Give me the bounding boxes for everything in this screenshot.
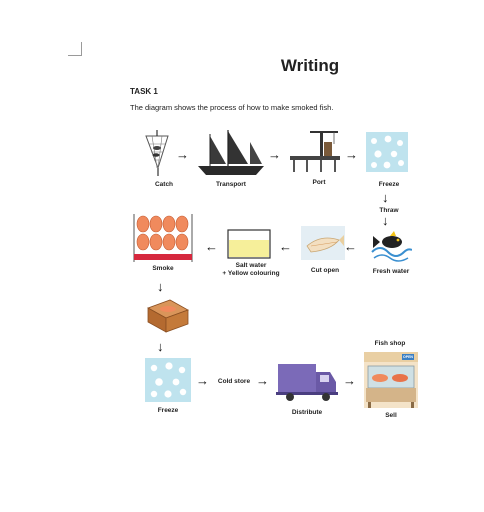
arrow-smoke-to-box: ↓ bbox=[157, 279, 164, 294]
arrow-freeze-to-cold-store: → bbox=[196, 373, 209, 388]
fish-shop-icon bbox=[364, 352, 418, 408]
page-heading: Writing bbox=[280, 56, 340, 75]
label-fish-shop: Fish shop bbox=[374, 340, 406, 347]
arrow-port-to-freeze: → bbox=[345, 147, 358, 162]
arrow-catch-to-transport: → bbox=[176, 147, 189, 162]
label-cold-store: Cold store bbox=[217, 378, 251, 385]
freeze-ice-icon-2 bbox=[145, 358, 191, 402]
freeze-ice-icon bbox=[366, 132, 408, 172]
label-distribute: Distribute bbox=[291, 409, 323, 416]
delivery-truck-icon bbox=[276, 364, 338, 401]
fishing-net-icon bbox=[145, 130, 169, 176]
task-description: The diagram shows the process of how to … bbox=[130, 103, 334, 112]
ship-icon bbox=[198, 130, 264, 175]
smoked-fish-box-icon bbox=[147, 299, 189, 333]
label-catch: Catch bbox=[154, 181, 174, 188]
shop-open-sign: OPEN bbox=[403, 355, 413, 359]
label-cut-open: Cut open bbox=[310, 267, 340, 274]
label-fresh-water: Fresh water bbox=[372, 268, 410, 275]
label-smoke: Smoke bbox=[152, 265, 174, 272]
label-freeze-1: Freeze bbox=[378, 181, 400, 188]
fresh-water-fish-icon bbox=[371, 231, 412, 262]
arrow-cold-store-to-distribute: → bbox=[256, 373, 269, 388]
label-sell: Sell bbox=[385, 412, 397, 419]
arrow-box-to-freeze: ↓ bbox=[157, 339, 164, 354]
port-crane-icon bbox=[290, 131, 340, 172]
task-label: TASK 1 bbox=[130, 87, 158, 96]
arrow-transport-to-port: → bbox=[268, 147, 281, 162]
smoke-rack-icon bbox=[133, 214, 193, 262]
arrow-distribute-to-sell: → bbox=[343, 373, 356, 388]
label-transport: Transport bbox=[216, 181, 246, 188]
arrow-thraw-to-fresh-water: ↓ bbox=[382, 213, 389, 228]
label-thraw: Thraw bbox=[379, 207, 399, 214]
arrow-freeze-to-thraw: ↓ bbox=[382, 190, 389, 205]
label-port: Port bbox=[312, 179, 326, 186]
cut-open-fish-icon bbox=[301, 226, 345, 260]
label-yellow-colouring: + Yellow colouring bbox=[222, 270, 280, 277]
arrow-cut-open-to-salt-water: ← bbox=[279, 239, 292, 254]
page-margin-mark bbox=[68, 42, 82, 56]
arrow-fresh-water-to-cut-open: ← bbox=[344, 239, 357, 254]
label-salt-water: Salt water bbox=[235, 262, 267, 269]
salt-water-tank-icon bbox=[227, 229, 271, 259]
label-freeze-2: Freeze bbox=[157, 407, 179, 414]
arrow-salt-water-to-smoke: ← bbox=[205, 239, 218, 254]
